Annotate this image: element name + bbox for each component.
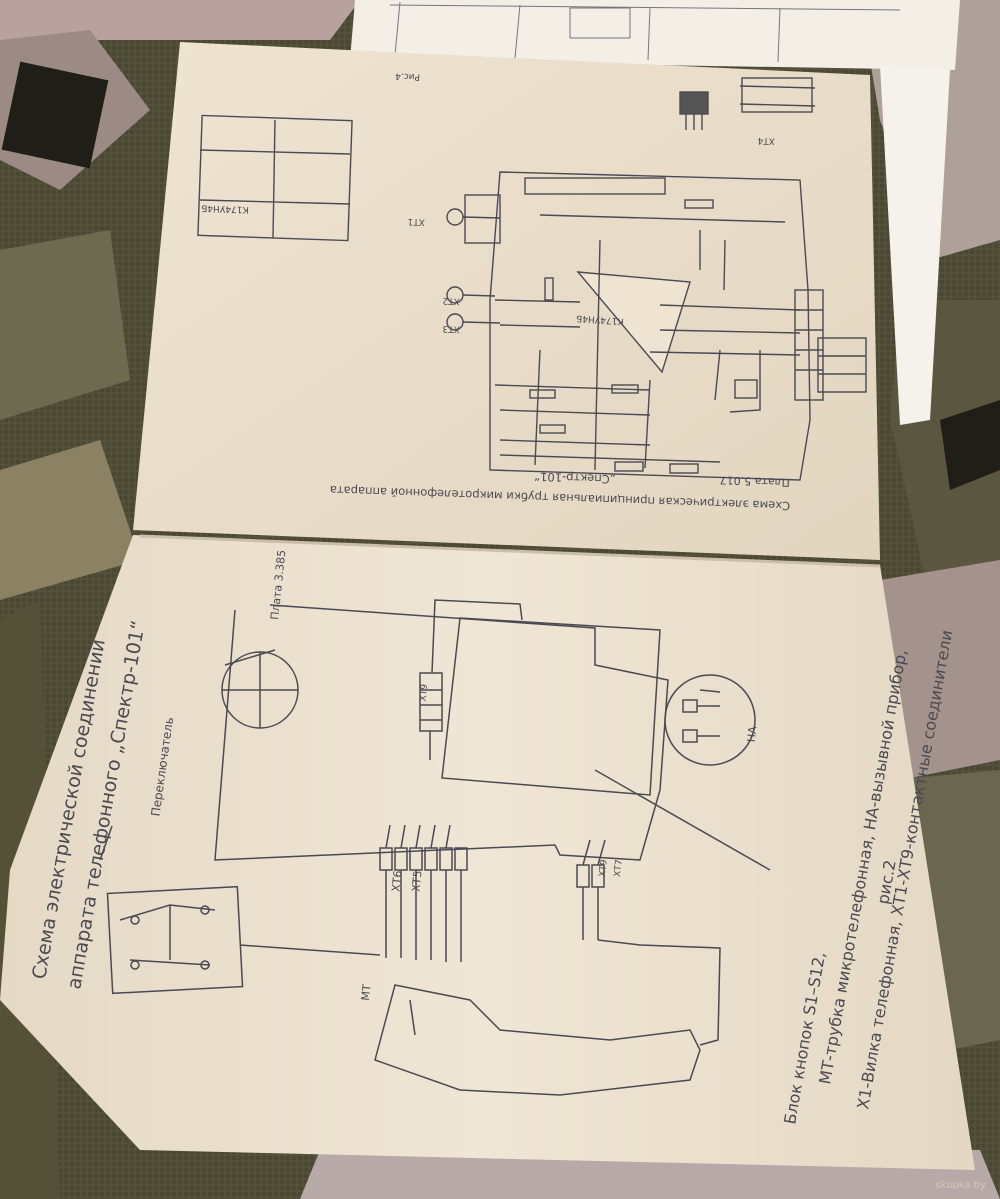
chip-label: К174УН4Б (576, 313, 624, 326)
upper-connector-2: ХТ2 (442, 295, 460, 306)
upper-schematic-text: К174УН4Б К174УН4Б Плата 5.017 ХТ1 ХТ2 ХТ… (201, 70, 790, 488)
connector-group-left-1: ХТ6 (389, 870, 404, 893)
upper-schematic (197, 77, 867, 481)
lower-schematic (99, 599, 771, 1096)
background-sheet-right (880, 65, 950, 425)
lower-page (0, 535, 975, 1170)
svg-text:ХТ9: ХТ9 (418, 683, 430, 702)
svg-text:К174УН4Б: К174УН4Б (201, 202, 249, 214)
connector-group-right-1: ХТ9 (598, 859, 610, 878)
ringer-label: НА (745, 725, 760, 743)
upper-page (133, 42, 880, 560)
background-sheet (350, 0, 960, 70)
connector-group-left-2: ХТ5 (409, 870, 424, 893)
upper-title-line2: „Спектр-101“ (534, 470, 616, 487)
upper-board-label: Плата 5.017 (720, 473, 791, 488)
watermark: skupka.by (935, 1180, 986, 1191)
upper-connector-4: ХТ4 (757, 135, 775, 146)
connector-group-right-2: ХТ7 (613, 859, 625, 877)
upper-top-tag: Рис.4 (395, 70, 420, 81)
handset-label: МТ (359, 984, 374, 1002)
upper-connector-3: ХТ3 (442, 323, 460, 334)
upper-connector-1: ХТ1 (407, 216, 425, 227)
